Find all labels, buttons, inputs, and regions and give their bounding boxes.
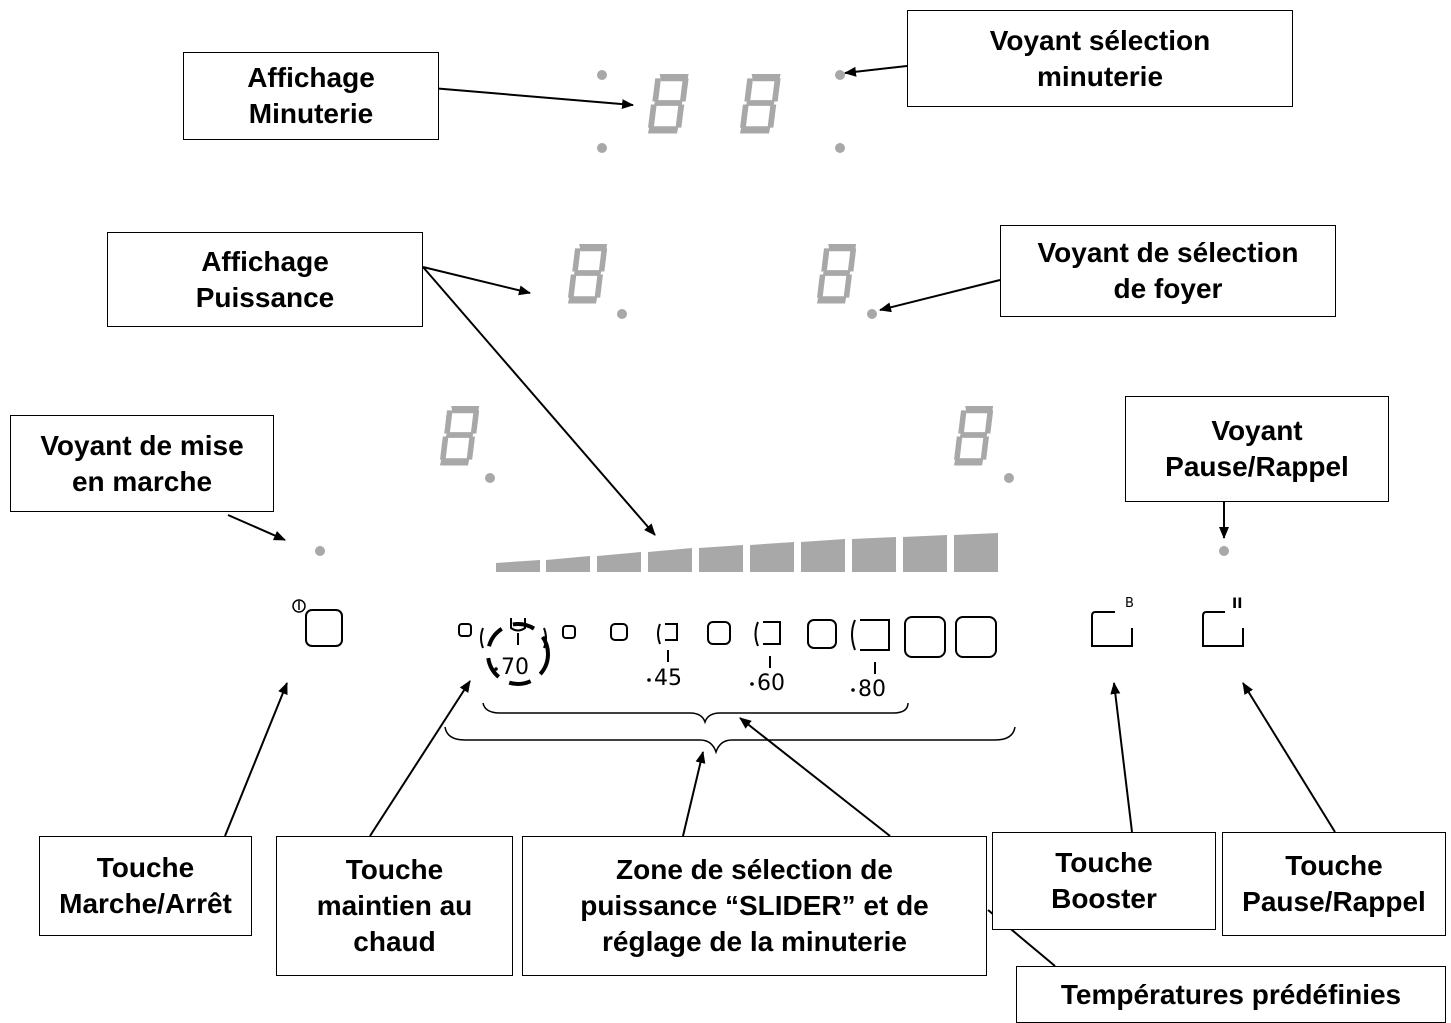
arrow-affichage-puissance-1 bbox=[422, 266, 531, 296]
power-display-rear-left bbox=[568, 244, 627, 319]
timer-selection-led bbox=[835, 70, 845, 80]
power-display-rear-right bbox=[817, 244, 877, 319]
booster-key-letter: B bbox=[1125, 596, 1134, 611]
booster-button[interactable] bbox=[1091, 611, 1133, 647]
arrow-voyant-marche bbox=[227, 514, 286, 541]
slider-key-2[interactable] bbox=[610, 623, 628, 641]
power-display-front-left bbox=[440, 406, 495, 483]
pause-led bbox=[1219, 546, 1229, 556]
arrow-touche-marche bbox=[224, 682, 288, 837]
arrow-zone-slider-2 bbox=[739, 717, 891, 837]
power-icon bbox=[292, 599, 306, 613]
power-on-led bbox=[315, 546, 325, 556]
arrow-voyant-foyer bbox=[879, 279, 1001, 313]
temp-80-key[interactable] bbox=[860, 619, 890, 651]
temp-70-key[interactable] bbox=[510, 618, 526, 632]
label-temperatures-predefinies: Températures prédéfinies bbox=[1016, 966, 1446, 1023]
zone-selection-led bbox=[867, 309, 877, 319]
slider-key-3[interactable] bbox=[707, 621, 731, 645]
temp-60-key[interactable] bbox=[763, 621, 781, 645]
slider-key-1[interactable] bbox=[562, 625, 576, 639]
arrow-touche-booster bbox=[1110, 682, 1133, 833]
temp-80-label: 80 bbox=[858, 677, 886, 702]
slider-bargraph bbox=[496, 533, 998, 572]
arrow-voyant-minuterie bbox=[844, 65, 908, 77]
arrow-touche-chaud bbox=[369, 680, 471, 837]
arrow-affichage-minuterie bbox=[407, 85, 634, 110]
temp-45-key[interactable] bbox=[665, 623, 678, 641]
keep-warm-button[interactable] bbox=[458, 623, 472, 637]
arrow-touche-pause bbox=[1242, 682, 1336, 833]
arrow-affichage-puissance-2 bbox=[422, 266, 656, 536]
temp-45-label: 45 bbox=[654, 666, 682, 691]
pause-button[interactable] bbox=[1202, 611, 1244, 647]
temp-70-highlight bbox=[486, 622, 550, 686]
timer-display bbox=[597, 70, 845, 153]
pause-key-letters: II bbox=[1232, 596, 1243, 612]
arrow-zone-slider-1 bbox=[682, 751, 706, 837]
slider-key-4[interactable] bbox=[807, 619, 837, 649]
brace-slider-full bbox=[444, 726, 1016, 755]
power-button[interactable] bbox=[292, 599, 343, 647]
slider-key-6[interactable] bbox=[955, 616, 997, 658]
temp-70-label: 70 bbox=[501, 655, 529, 680]
power-display-front-right bbox=[954, 406, 1014, 483]
slider-key-5[interactable] bbox=[904, 616, 946, 658]
brace-slider-temps bbox=[482, 702, 909, 725]
temp-60-label: 60 bbox=[757, 671, 785, 696]
